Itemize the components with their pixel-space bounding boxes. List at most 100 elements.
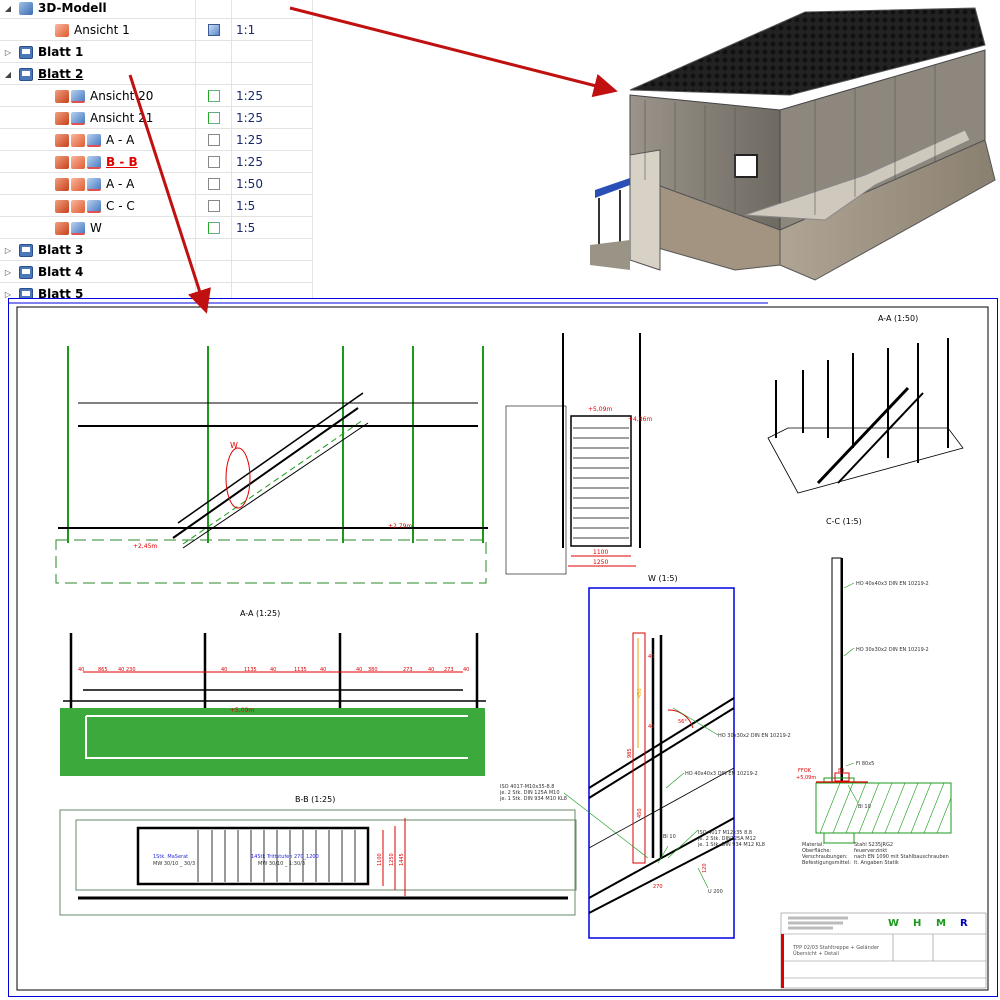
- scale-value: 1:25: [232, 107, 313, 129]
- view-title: C-C (1:5): [826, 517, 862, 526]
- logo-letter: R: [960, 918, 968, 929]
- dimension: 1135: [244, 667, 257, 673]
- tree-item-label[interactable]: Ansicht 1: [74, 23, 130, 37]
- tree-row[interactable]: Ansicht 1 1:1: [0, 19, 313, 41]
- view-type-cube-icon: [207, 24, 220, 36]
- cview-icon: [87, 177, 101, 191]
- tree-item-label[interactable]: Blatt 3: [38, 243, 84, 257]
- note-value: feuerverzinkt: [854, 848, 887, 854]
- tree-row[interactable]: A - A 1:50: [0, 173, 313, 195]
- expand-icon[interactable]: ▷: [4, 267, 12, 277]
- dimension: 40: [118, 667, 124, 673]
- tree-row[interactable]: ◢ Blatt 2: [0, 63, 313, 85]
- detail-w-label: W: [230, 441, 238, 450]
- dimension: 985: [627, 748, 633, 758]
- sheet-icon: [19, 243, 33, 257]
- tree-row[interactable]: ▷ Blatt 3: [0, 239, 313, 261]
- tree-row[interactable]: Ansicht 20 1:25: [0, 85, 313, 107]
- scale-value: 1:1: [232, 19, 313, 41]
- dimension: 120: [702, 863, 708, 873]
- scale-value: 1:25: [232, 151, 313, 173]
- collapse-icon[interactable]: ◢: [4, 69, 12, 79]
- part-label: je. 1 Stk. DIN 934 M10 KL8: [499, 796, 567, 802]
- scale-value: 1:25: [232, 129, 313, 151]
- tree-item-label[interactable]: C - C: [106, 199, 135, 213]
- tree-row[interactable]: ▷ Blatt 1: [0, 41, 313, 63]
- scale-value: [232, 261, 313, 283]
- model-icon: [19, 1, 33, 15]
- oview-icon: [71, 155, 85, 169]
- tree-row[interactable]: B - B 1:25: [0, 151, 313, 173]
- expand-icon[interactable]: ▷: [4, 245, 12, 255]
- note-key: Oberfläche:: [802, 848, 831, 854]
- part-label: HO 40x40x3 DIN EN 10219-2: [685, 771, 758, 777]
- part-label: je. 2 Stk. DIN125A M12: [697, 836, 756, 842]
- sview-icon: [55, 221, 69, 235]
- cview-icon: [71, 221, 85, 235]
- level-label: +5,09m: [588, 406, 612, 413]
- tree-item-label[interactable]: A - A: [106, 133, 135, 147]
- view-cc: C-C (1:5) HO 40x40x3 DIN EN 10219-2 HO 3…: [796, 517, 952, 844]
- tree-item-label[interactable]: W: [90, 221, 102, 235]
- scale-value: 1:25: [232, 85, 313, 107]
- view-type-cube-icon: [207, 156, 220, 168]
- drawing-sheet[interactable]: W +2,79m +2,45m +4,86m +5,09m 1100 1250 …: [8, 298, 998, 997]
- dimension: 1445: [399, 853, 405, 866]
- collapse-icon[interactable]: ◢: [4, 3, 12, 13]
- dimension: 40: [463, 667, 469, 673]
- scale-value: [232, 0, 313, 19]
- dimension: 450: [637, 808, 643, 818]
- angle-dimension: 56°: [678, 719, 687, 725]
- tree-row[interactable]: ◢ 3D-Modell: [0, 0, 313, 19]
- view-type-cube-icon: [207, 90, 220, 102]
- sview-icon: [55, 111, 69, 125]
- part-label: HO 30x30x2 DIN EN 10219-2: [856, 647, 929, 653]
- part-label: U 200: [708, 889, 723, 895]
- view-title: A-A (1:25): [240, 609, 280, 618]
- note-key: Material:: [802, 842, 824, 848]
- logo-letter: W: [888, 918, 899, 929]
- dimension: 270: [653, 884, 663, 890]
- view-w-detail: W (1:5) 56° 40 40 985 450 450 270 120 HO…: [499, 574, 791, 939]
- expand-icon[interactable]: ▷: [4, 47, 12, 57]
- drawing-subtitle: Übersicht + Detail: [793, 950, 839, 957]
- dimension: 273: [444, 667, 454, 673]
- cview-icon: [87, 199, 101, 213]
- drawing-title: TPP 02/03 Stahltreppe + Geländer: [792, 945, 880, 951]
- sview-icon: [55, 89, 69, 103]
- tree-item-label[interactable]: Ansicht 21: [90, 111, 154, 125]
- view-title: A-A (1:50): [878, 314, 918, 323]
- tree-item-label[interactable]: Blatt 5: [38, 287, 84, 298]
- tree-row[interactable]: A - A 1:25: [0, 129, 313, 151]
- part-label: HO 40x40x3 DIN EN 10219-2: [856, 581, 929, 587]
- tree-row[interactable]: ▷ Blatt 5: [0, 283, 313, 298]
- dimension: 450: [637, 688, 643, 698]
- cview-icon: [87, 133, 101, 147]
- tree-item-label[interactable]: 3D-Modell: [38, 1, 107, 15]
- dimension: 1135: [294, 667, 307, 673]
- annotation: 14Stk Trittstufen 270_1200: [251, 854, 319, 860]
- tree-item-label[interactable]: Ansicht 20: [90, 89, 154, 103]
- expand-icon[interactable]: ▷: [4, 289, 12, 299]
- material-notes: Material:Stahl S235JRG2 Oberfläche:feuer…: [802, 842, 949, 866]
- part-label: Bl 10: [663, 834, 676, 840]
- cview-icon: [71, 111, 85, 125]
- tree-row[interactable]: Ansicht 21 1:25: [0, 107, 313, 129]
- sheet-icon: [19, 67, 33, 81]
- scale-value: 1:50: [232, 173, 313, 195]
- dimension: 40: [648, 724, 654, 730]
- dimension: 40: [78, 667, 84, 673]
- tree-item-label[interactable]: Blatt 4: [38, 265, 84, 279]
- tree-item-label[interactable]: Blatt 1: [38, 45, 84, 59]
- tree-item-label[interactable]: A - A: [106, 177, 135, 191]
- tree-item-label[interactable]: Blatt 2: [38, 67, 84, 81]
- tree-row[interactable]: ▷ Blatt 4: [0, 261, 313, 283]
- level-label: FFOK: [798, 768, 812, 774]
- oview-icon: [71, 133, 85, 147]
- view-aa-1-50: A-A (1:50): [767, 314, 964, 494]
- dimension: 1250: [593, 559, 608, 566]
- tree-item-label[interactable]: B - B: [106, 155, 138, 169]
